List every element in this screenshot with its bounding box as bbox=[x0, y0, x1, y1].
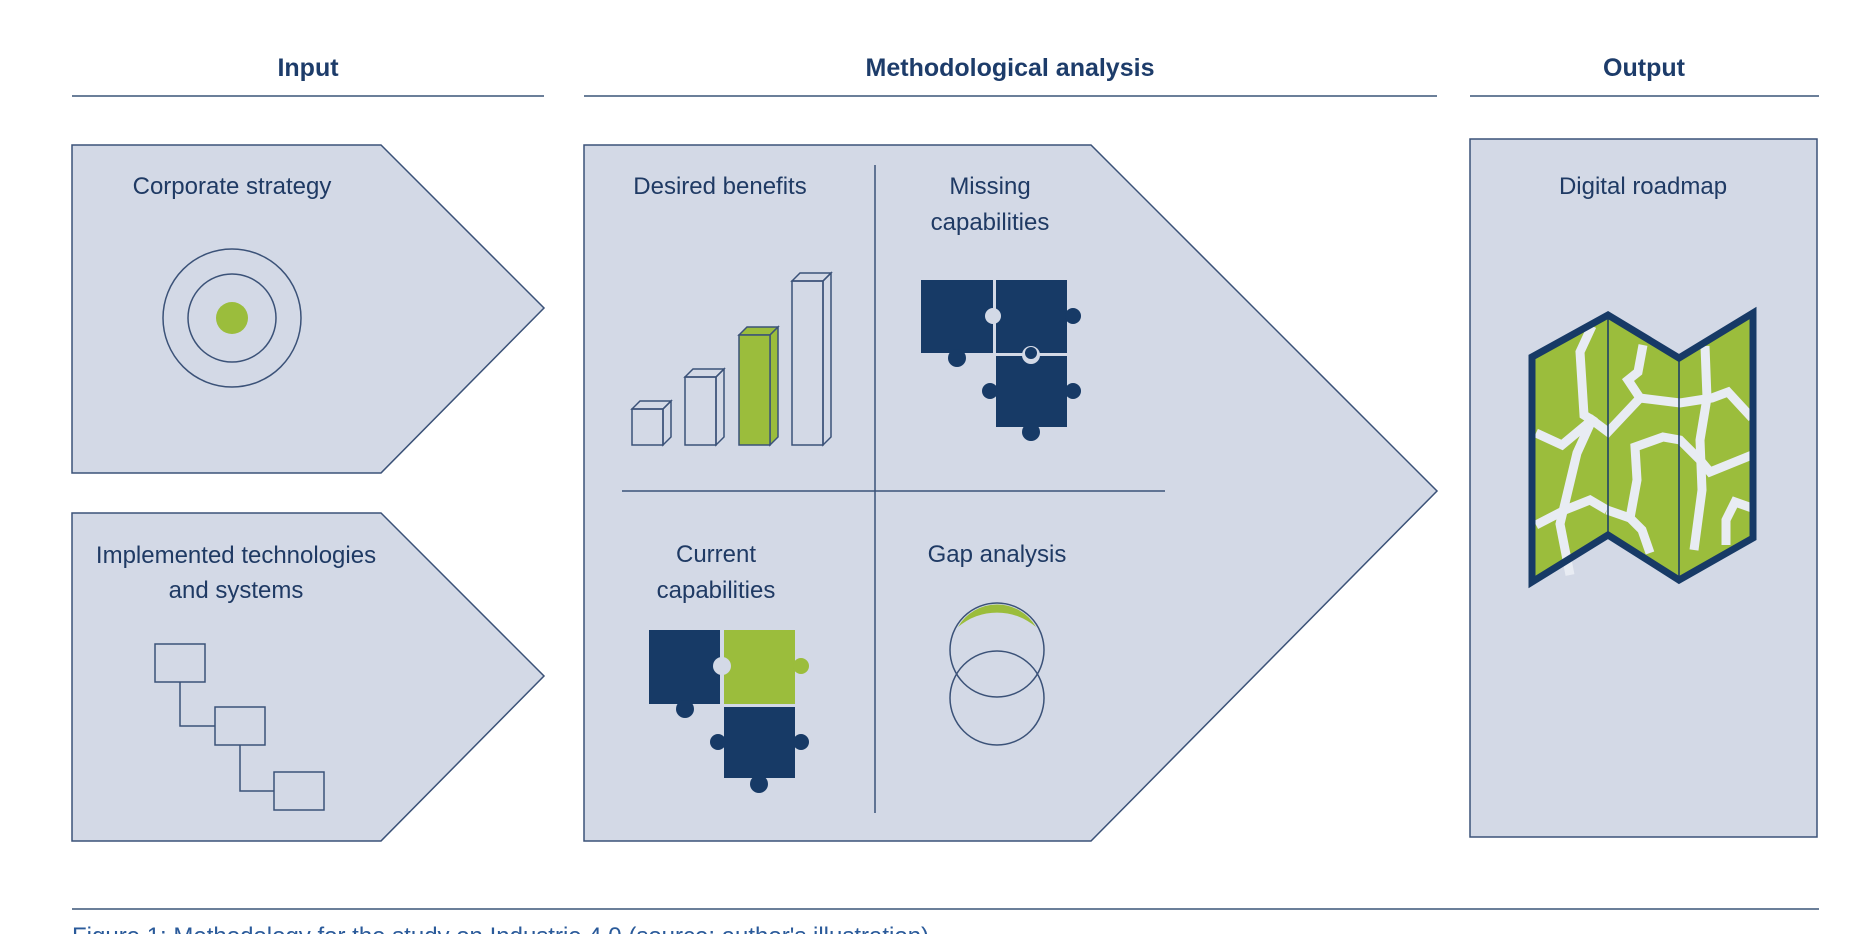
corporate-strategy-label: Corporate strategy bbox=[133, 173, 332, 200]
current-label-line1: Current bbox=[676, 541, 756, 568]
header-analysis: Methodological analysis bbox=[866, 54, 1155, 82]
target-icon bbox=[162, 248, 302, 388]
venn-gap-icon bbox=[949, 600, 1045, 746]
map-icon bbox=[1528, 306, 1757, 589]
desired-benefits-label: Desired benefits bbox=[633, 173, 806, 200]
digital-roadmap-label: Digital roadmap bbox=[1559, 173, 1727, 200]
puzzle-current-icon bbox=[649, 630, 809, 793]
header-output: Output bbox=[1603, 54, 1686, 82]
gap-analysis-label: Gap analysis bbox=[928, 541, 1067, 568]
input-corporate-strategy: Corporate strategy bbox=[71, 144, 546, 474]
output-digital-roadmap: Digital roadmap bbox=[1469, 138, 1818, 838]
bar-1 bbox=[630, 399, 673, 447]
bar-3 bbox=[737, 325, 780, 447]
missing-label-line2: capabilities bbox=[931, 209, 1050, 236]
hierarchy-icon bbox=[154, 643, 325, 811]
bar-chart-icon bbox=[630, 271, 833, 447]
missing-label-line1: Missing bbox=[949, 173, 1030, 200]
tech-label-line1: Implemented technologies bbox=[96, 542, 376, 569]
bar-2 bbox=[683, 367, 726, 447]
current-label-line2: capabilities bbox=[657, 577, 776, 604]
figure-caption: Figure 1: Methodology for the study on I… bbox=[72, 923, 929, 934]
puzzle-missing-icon bbox=[921, 280, 1081, 441]
header-input: Input bbox=[277, 54, 339, 82]
tech-label-line2: and systems bbox=[169, 577, 304, 604]
input-implemented-technologies: Implemented technologies and systems bbox=[71, 512, 546, 842]
bar-4 bbox=[790, 271, 833, 447]
analysis-panel: Desired benefits Missing capabilities Cu… bbox=[583, 144, 1439, 842]
